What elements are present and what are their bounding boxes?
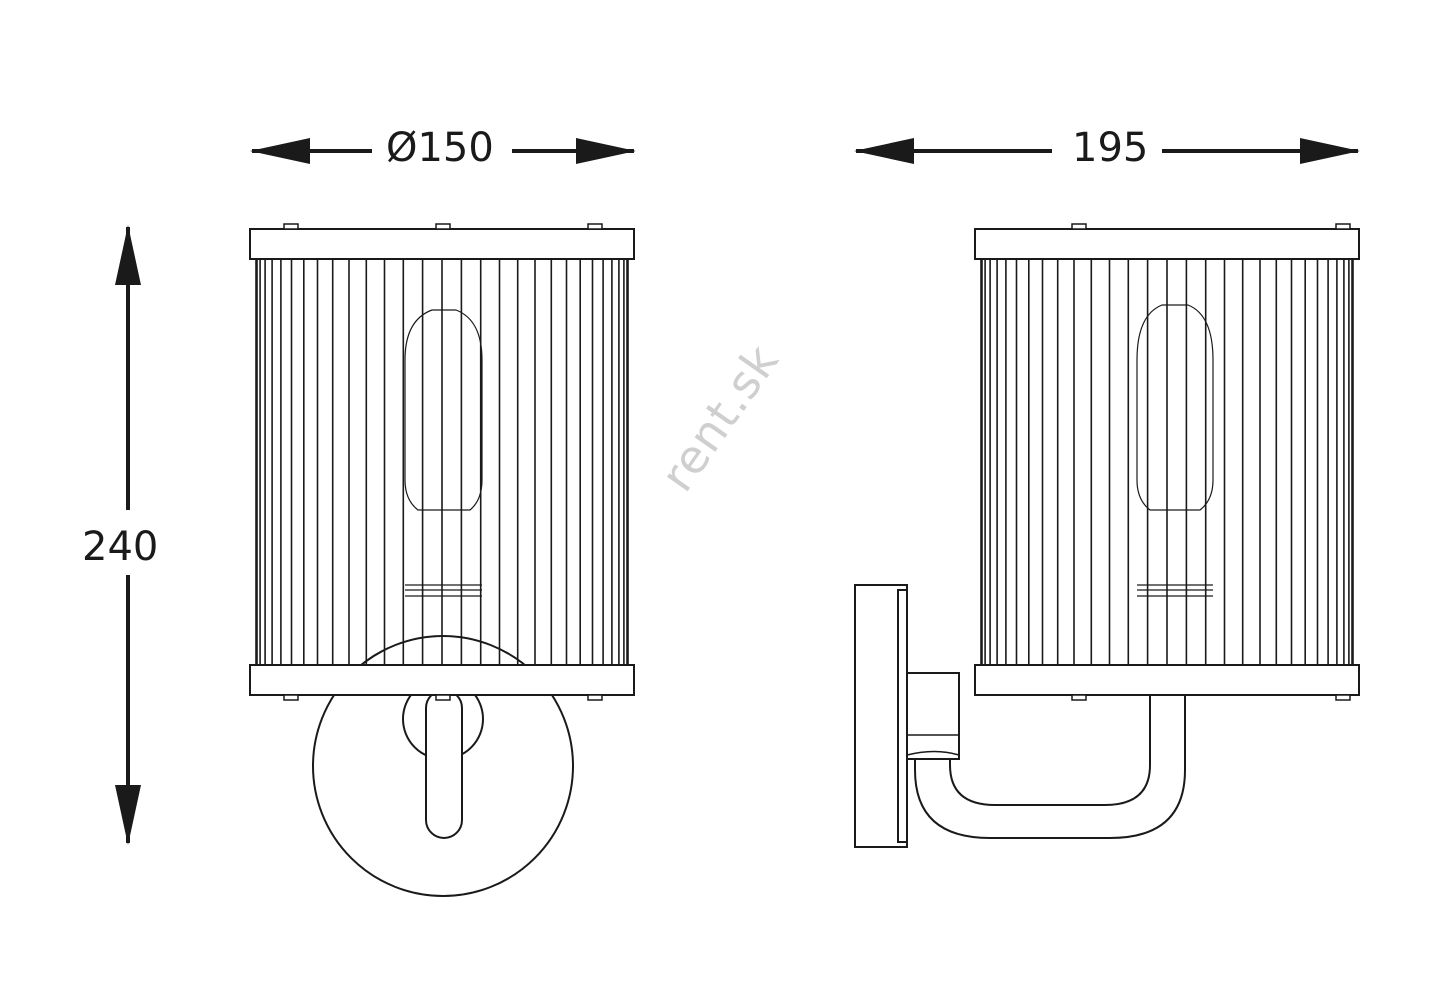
front-bulb-holder bbox=[404, 309, 483, 597]
side-mount-block bbox=[906, 672, 960, 760]
front-view bbox=[249, 223, 635, 897]
dimension-height: 240 bbox=[80, 519, 161, 575]
side-bottom-ring bbox=[974, 664, 1360, 696]
side-top-cap bbox=[974, 228, 1360, 260]
front-bottom-ring bbox=[249, 664, 635, 696]
side-wall-plate-edge bbox=[897, 589, 908, 843]
front-top-cap bbox=[249, 228, 635, 260]
dimension-lines bbox=[115, 138, 1360, 845]
side-bulb-holder bbox=[1136, 304, 1214, 597]
side-glass-rods bbox=[980, 259, 1354, 665]
side-arm-outer bbox=[914, 696, 1186, 839]
dimension-side-width: 195 bbox=[1066, 124, 1155, 172]
side-cap-studs bbox=[1071, 223, 1351, 701]
front-stem bbox=[425, 689, 463, 839]
side-view bbox=[854, 223, 1360, 848]
side-arm-inner bbox=[949, 696, 1151, 806]
front-cap-studs bbox=[283, 223, 603, 701]
dimension-front-width: Ø150 bbox=[380, 124, 500, 172]
front-glass-rods bbox=[255, 259, 629, 665]
